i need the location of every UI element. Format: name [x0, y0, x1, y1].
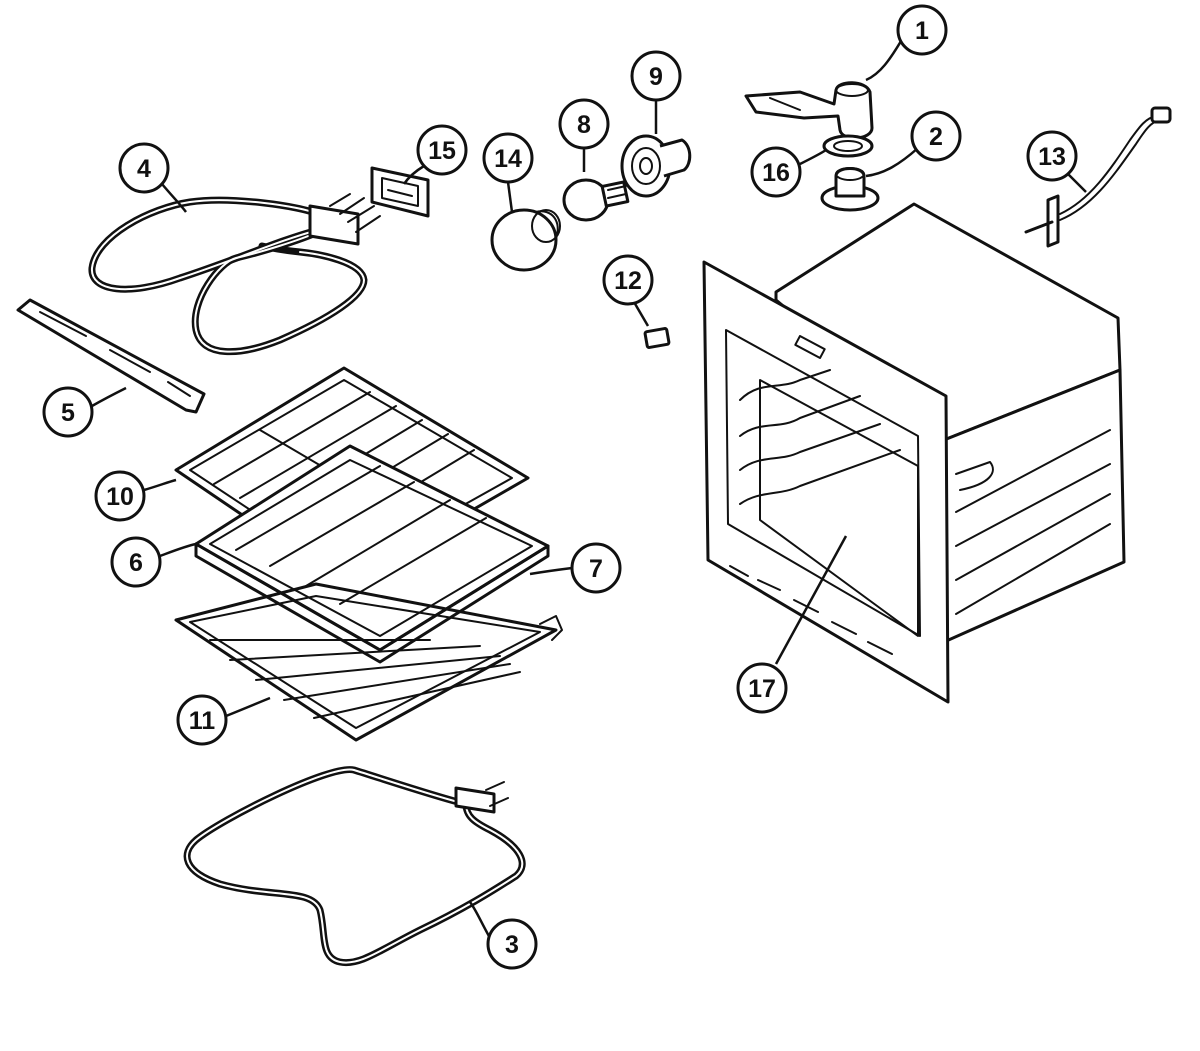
callout-circle-15 [416, 124, 468, 176]
callout-circle-4 [118, 142, 170, 194]
part-gasket [822, 134, 874, 158]
callout-label-14: 14 [494, 145, 522, 173]
callout-circle-11 [176, 694, 228, 746]
callout-circle-6 [110, 536, 162, 588]
callout-circle-14 [482, 132, 534, 184]
callout-circle-17 [736, 662, 788, 714]
part-lamp-lens [490, 208, 561, 272]
callout-label-17: 17 [748, 675, 776, 703]
callout-circle-1 [896, 4, 948, 56]
callout-label-5: 5 [61, 399, 75, 427]
callout-label-7: 7 [589, 555, 603, 583]
part-oven-cavity [702, 202, 1126, 704]
part-lamp-socket [620, 134, 692, 198]
callout-label-4: 4 [137, 155, 151, 183]
part-light-bulb [562, 178, 630, 222]
part-terminal-cover [370, 166, 430, 218]
callout-label-16: 16 [762, 159, 790, 187]
callout-label-8: 8 [577, 111, 591, 139]
part-element-bracket [16, 298, 206, 414]
callout-label-13: 13 [1038, 143, 1066, 171]
part-broil-element [88, 193, 381, 356]
callout-label-3: 3 [505, 931, 519, 959]
callout-label-2: 2 [929, 123, 943, 151]
part-clip [643, 327, 671, 349]
callout-circle-10 [94, 470, 146, 522]
callout-label-1: 1 [915, 17, 929, 45]
callout-label-12: 12 [614, 267, 642, 295]
callout-label-10: 10 [106, 483, 134, 511]
part-temperature-sensor [1024, 106, 1172, 248]
callout-label-15: 15 [428, 137, 456, 165]
part-vent-duct [744, 81, 874, 140]
part-bake-element [183, 766, 526, 967]
callout-circle-8 [558, 98, 610, 150]
callout-label-6: 6 [129, 549, 143, 577]
part-vent-fitting [820, 167, 880, 212]
part-oven-rack-lower [174, 582, 563, 742]
callout-circle-5 [42, 386, 94, 438]
callout-label-11: 11 [189, 707, 216, 735]
callout-circle-3 [486, 918, 538, 970]
callout-circle-12 [602, 254, 654, 306]
callout-circle-7 [570, 542, 622, 594]
callout-circle-16 [750, 146, 802, 198]
callout-circle-9 [630, 50, 682, 102]
callout-circle-2 [910, 110, 962, 162]
callouts: 1 2 3 4 5 6 7 8 9 10 [42, 4, 1087, 970]
callout-label-9: 9 [649, 63, 663, 91]
callout-circle-13 [1026, 130, 1078, 182]
part-broil-pan [194, 444, 550, 664]
